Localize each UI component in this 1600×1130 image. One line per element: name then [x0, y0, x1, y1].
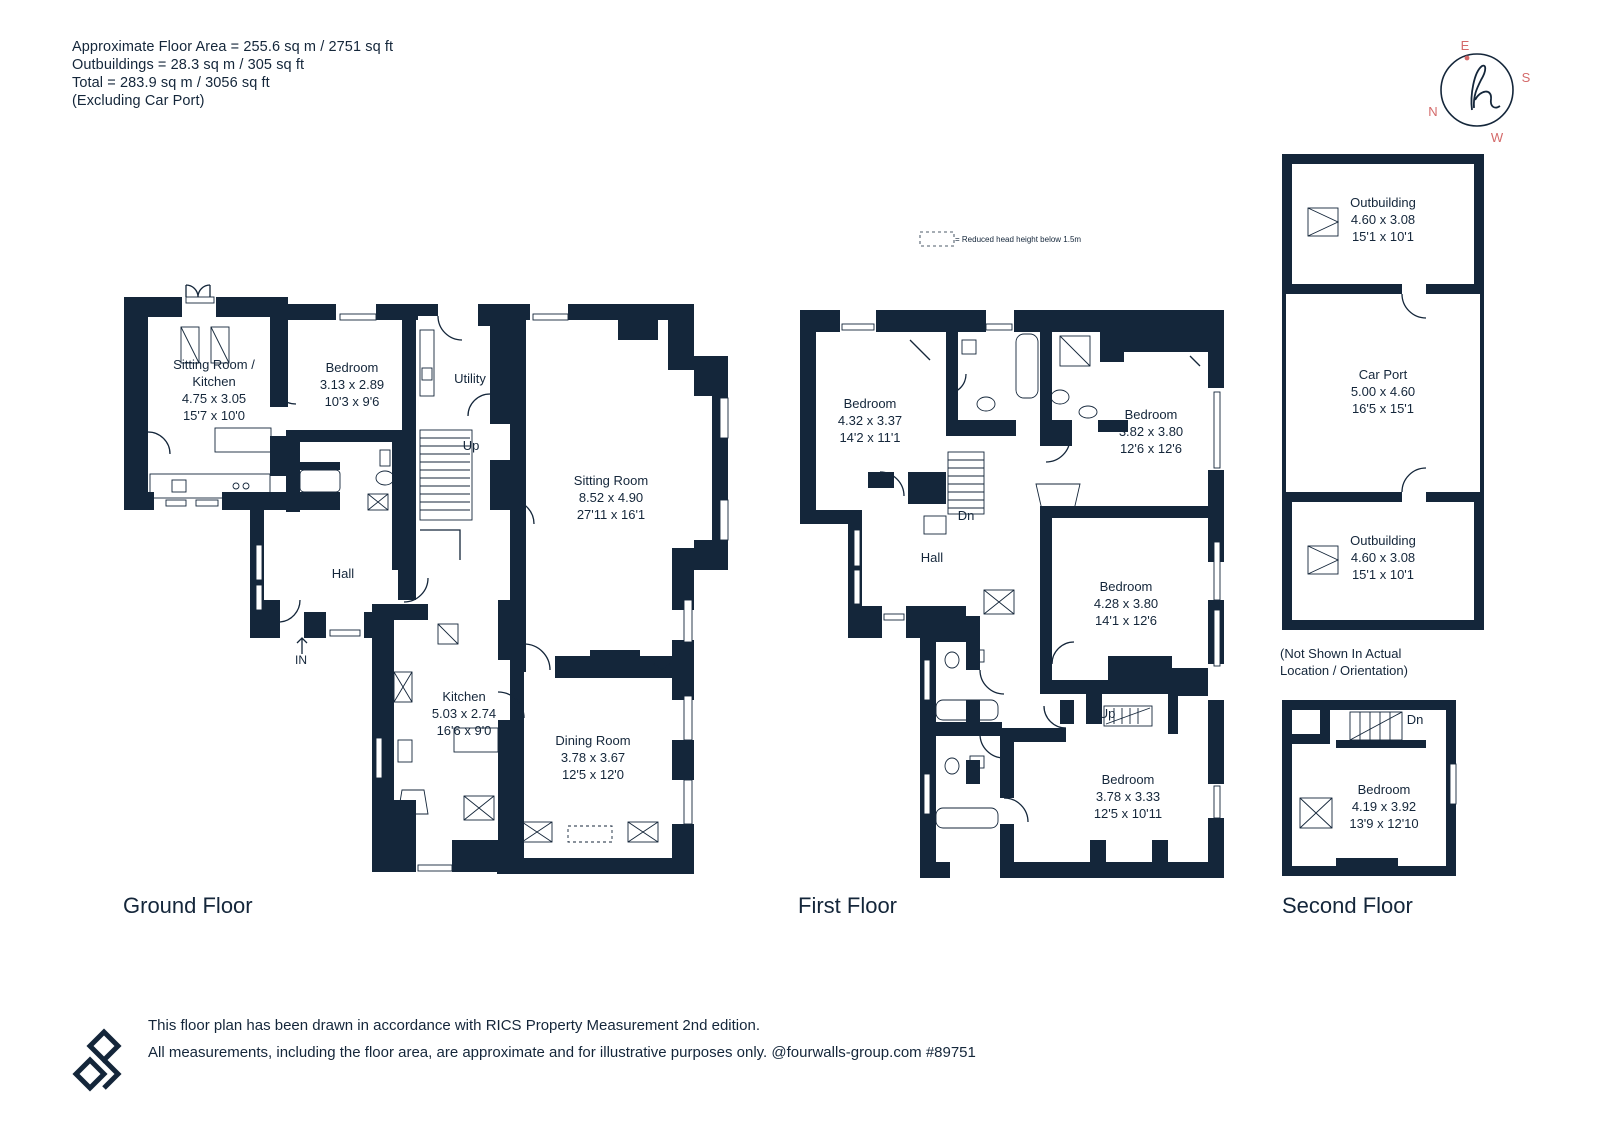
compass-e-label: E	[1461, 38, 1470, 53]
ff-bedroom-e-name: Bedroom	[1100, 579, 1153, 594]
second-floor-label: Second Floor	[1282, 893, 1413, 918]
car-port-imperial: 16'5 x 15'1	[1352, 401, 1414, 416]
sf-bedroom-metric: 4.19 x 3.92	[1352, 799, 1416, 814]
outbuildings-area-line: Outbuildings = 28.3 sq m / 305 sq ft	[72, 57, 305, 73]
outbuilding-1-name: Outbuilding	[1350, 195, 1416, 210]
ff-bedroom-ne-imperial: 12'6 x 12'6	[1120, 441, 1182, 456]
gf-dining-room-imperial: 12'5 x 12'0	[562, 767, 624, 782]
outbuildings-plan	[1282, 154, 1484, 630]
ff-bedroom-ne-metric: 3.82 x 3.80	[1119, 424, 1183, 439]
ff-bedroom-se-metric: 3.78 x 3.33	[1096, 789, 1160, 804]
sf-bedroom-imperial: 13'9 x 12'10	[1349, 816, 1418, 831]
legend-text: = Reduced head height below 1.5m	[955, 235, 1081, 244]
ff-bedroom-se-name: Bedroom	[1102, 772, 1155, 787]
gf-stairs-up: Up	[463, 438, 480, 453]
gf-utility-name: Utility	[454, 371, 486, 386]
gf-sitting-room-metric: 8.52 x 4.90	[579, 490, 643, 505]
gf-sitting-kitchen-name2: Kitchen	[192, 374, 235, 389]
sf-stairs-down: Dn	[1407, 712, 1424, 727]
sf-bedroom-name: Bedroom	[1358, 782, 1411, 797]
outbuilding-2-imperial: 15'1 x 10'1	[1352, 567, 1414, 582]
compass-w-label: W	[1491, 130, 1504, 145]
compass-logo-h	[1470, 64, 1501, 111]
compass-s-label: S	[1522, 70, 1531, 85]
outbuilding-2-name: Outbuilding	[1350, 533, 1416, 548]
compass-north-dot	[1464, 55, 1470, 61]
excluding-note: (Excluding Car Port)	[72, 93, 205, 109]
ground-floor-label: Ground Floor	[123, 893, 253, 918]
gf-kitchen-metric: 5.03 x 2.74	[432, 706, 496, 721]
gf-hall-name: Hall	[332, 566, 355, 581]
first-floor-label: First Floor	[798, 893, 897, 918]
outbuildings-note-2: Location / Orientation)	[1280, 663, 1408, 678]
second-floor-plan	[1282, 700, 1457, 876]
ff-bedroom-nw-name: Bedroom	[844, 396, 897, 411]
gf-entrance-label: IN	[295, 653, 307, 667]
floor-area-line: Approximate Floor Area = 255.6 sq m / 27…	[72, 39, 394, 55]
gf-kitchen-imperial: 16'6 x 9'0	[437, 723, 492, 738]
ff-bedroom-e-metric: 4.28 x 3.80	[1094, 596, 1158, 611]
footer-rics-note: This floor plan has been drawn in accord…	[148, 1017, 760, 1034]
reduced-head-height-legend: = Reduced head height below 1.5m	[919, 231, 1081, 247]
gf-sitting-room-imperial: 27'11 x 16'1	[577, 507, 645, 522]
gf-bedroom-metric: 3.13 x 2.89	[320, 377, 384, 392]
gf-kitchen-name: Kitchen	[442, 689, 485, 704]
gf-sitting-kitchen-metric: 4.75 x 3.05	[182, 391, 246, 406]
gf-dining-room-metric: 3.78 x 3.67	[561, 750, 625, 765]
ff-stairs-down: Dn	[958, 508, 975, 523]
compass-n-label: N	[1428, 104, 1437, 119]
compass-ring	[1440, 53, 1514, 127]
ff-stairs-up: Up	[1099, 706, 1116, 721]
fourwalls-logo-icon	[72, 1028, 122, 1092]
outbuilding-2-metric: 4.60 x 3.08	[1351, 550, 1415, 565]
ff-bedroom-nw-metric: 4.32 x 3.37	[838, 413, 902, 428]
footer-disclaimer: All measurements, including the floor ar…	[148, 1044, 976, 1061]
gf-sitting-kitchen-name1: Sitting Room /	[173, 357, 255, 372]
gf-bedroom-name: Bedroom	[326, 360, 379, 375]
outbuilding-1-imperial: 15'1 x 10'1	[1352, 229, 1414, 244]
ff-bedroom-nw-imperial: 14'2 x 11'1	[839, 430, 900, 445]
ff-bedroom-ne-name: Bedroom	[1125, 407, 1178, 422]
car-port-name: Car Port	[1359, 367, 1408, 382]
outbuilding-1-metric: 4.60 x 3.08	[1351, 212, 1415, 227]
car-port-metric: 5.00 x 4.60	[1351, 384, 1415, 399]
gf-bedroom-imperial: 10'3 x 9'6	[325, 394, 380, 409]
compass: E S N W	[1428, 38, 1530, 145]
ff-bedroom-se-imperial: 12'5 x 10'11	[1094, 806, 1162, 821]
outbuildings-note-1: (Not Shown In Actual	[1280, 646, 1402, 661]
ground-floor-plan	[124, 284, 729, 874]
total-area-line: Total = 283.9 sq m / 3056 sq ft	[72, 75, 270, 91]
gf-sitting-room-name: Sitting Room	[574, 473, 648, 488]
ff-bedroom-e-imperial: 14'1 x 12'6	[1095, 613, 1157, 628]
first-floor-plan	[800, 310, 1224, 878]
gf-dining-room-name: Dining Room	[555, 733, 630, 748]
ff-hall-name: Hall	[921, 550, 944, 565]
gf-sitting-kitchen-imperial: 15'7 x 10'0	[183, 408, 245, 423]
